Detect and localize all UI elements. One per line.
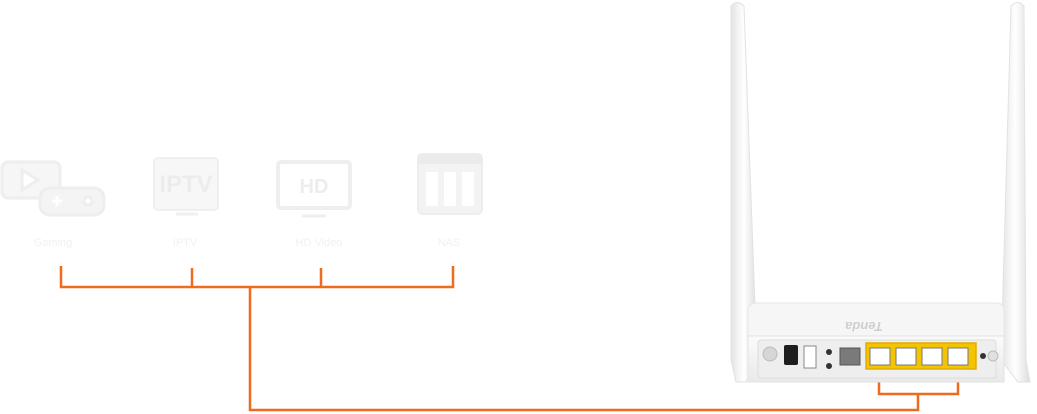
- usb-port: [803, 345, 817, 369]
- right-antenna: [1000, 2, 1031, 383]
- service-label-hd-video: HD Video: [295, 237, 343, 249]
- power-jack: [784, 345, 798, 365]
- trunk-line: [248, 287, 920, 412]
- rear-panel: [762, 342, 999, 370]
- nas-icon: [417, 153, 483, 215]
- led-switch: [980, 353, 986, 359]
- gaming-icon: [0, 160, 106, 217]
- service-label-nas: NAS: [437, 237, 461, 249]
- antenna-mount: [987, 350, 999, 362]
- service-label-iptv: IPTV: [172, 237, 198, 249]
- left-antenna: [730, 2, 758, 383]
- lan-port-2: [895, 347, 917, 366]
- wps-button: [826, 349, 832, 355]
- router-brand-logo: Tenda: [845, 319, 883, 334]
- iptv-icon: IPTV: [153, 157, 219, 216]
- hd-icon-text: HD: [300, 176, 329, 198]
- service-bracket: [59, 266, 455, 289]
- reset-button: [826, 363, 832, 369]
- wan-port: [839, 347, 861, 366]
- lan-port-4: [947, 347, 969, 366]
- iptv-icon-text: IPTV: [159, 171, 212, 198]
- lan-port-1: [869, 347, 891, 366]
- lan-port-3: [921, 347, 943, 366]
- hd-video-icon: HD: [276, 160, 352, 218]
- lan-port-bracket: [877, 374, 960, 396]
- power-button: [762, 346, 778, 362]
- service-label-gaming: Gaming: [33, 237, 73, 249]
